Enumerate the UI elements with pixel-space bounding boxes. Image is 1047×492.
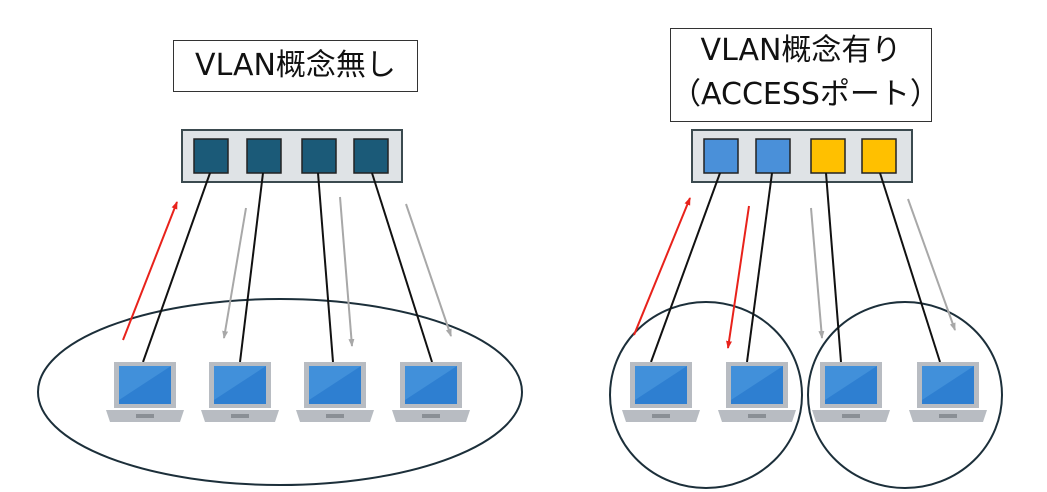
left-cable-4 (371, 172, 433, 363)
right-vlan-domain-1 (609, 301, 803, 489)
right-diagram (609, 129, 1003, 489)
laptop-icon (909, 362, 987, 422)
right-port-4 (861, 138, 897, 174)
left-title-box: VLAN概念無し (173, 40, 418, 92)
left-diagram (37, 129, 523, 486)
laptop-icon (718, 362, 796, 422)
right-port-1 (703, 138, 739, 174)
left-cable-1 (142, 172, 211, 363)
right-port-3 (810, 138, 846, 174)
laptop-icon (392, 362, 470, 422)
right-cable-2 (746, 172, 773, 363)
right-cable-1 (650, 172, 721, 363)
left-arrow-down-gray-2 (339, 196, 355, 347)
right-arrow-down-gray-1 (810, 207, 825, 339)
left-cable-2 (239, 172, 264, 363)
right-title-line2: （ACCESSポート） (671, 77, 940, 112)
right-arrow-up-red (633, 197, 691, 336)
laptop-icon (106, 362, 184, 422)
right-cable-3 (825, 172, 842, 363)
left-arrow-down-gray-3 (405, 203, 452, 337)
left-port-1 (193, 138, 229, 174)
laptop-icon (622, 362, 700, 422)
left-port-3 (301, 138, 337, 174)
left-arrow-down-gray-1 (222, 207, 247, 339)
right-arrow-down-red (726, 205, 750, 349)
right-vlan-domain-2 (807, 301, 1003, 489)
left-arrow-up-red (122, 201, 178, 341)
right-title-box: VLAN概念有り （ACCESSポート） (670, 28, 940, 122)
right-cable-4 (879, 172, 941, 363)
right-title-line1: VLAN概念有り (700, 33, 902, 68)
laptop-icon (812, 362, 890, 422)
laptop-icon (296, 362, 374, 422)
laptop-icon (201, 362, 279, 422)
right-arrow-down-gray-2 (907, 198, 956, 331)
right-port-2 (755, 138, 791, 174)
left-port-2 (246, 138, 282, 174)
left-cable-3 (317, 172, 334, 363)
left-title: VLAN概念無し (195, 48, 396, 83)
left-port-4 (353, 138, 389, 174)
left-broadcast-domain (37, 298, 523, 486)
